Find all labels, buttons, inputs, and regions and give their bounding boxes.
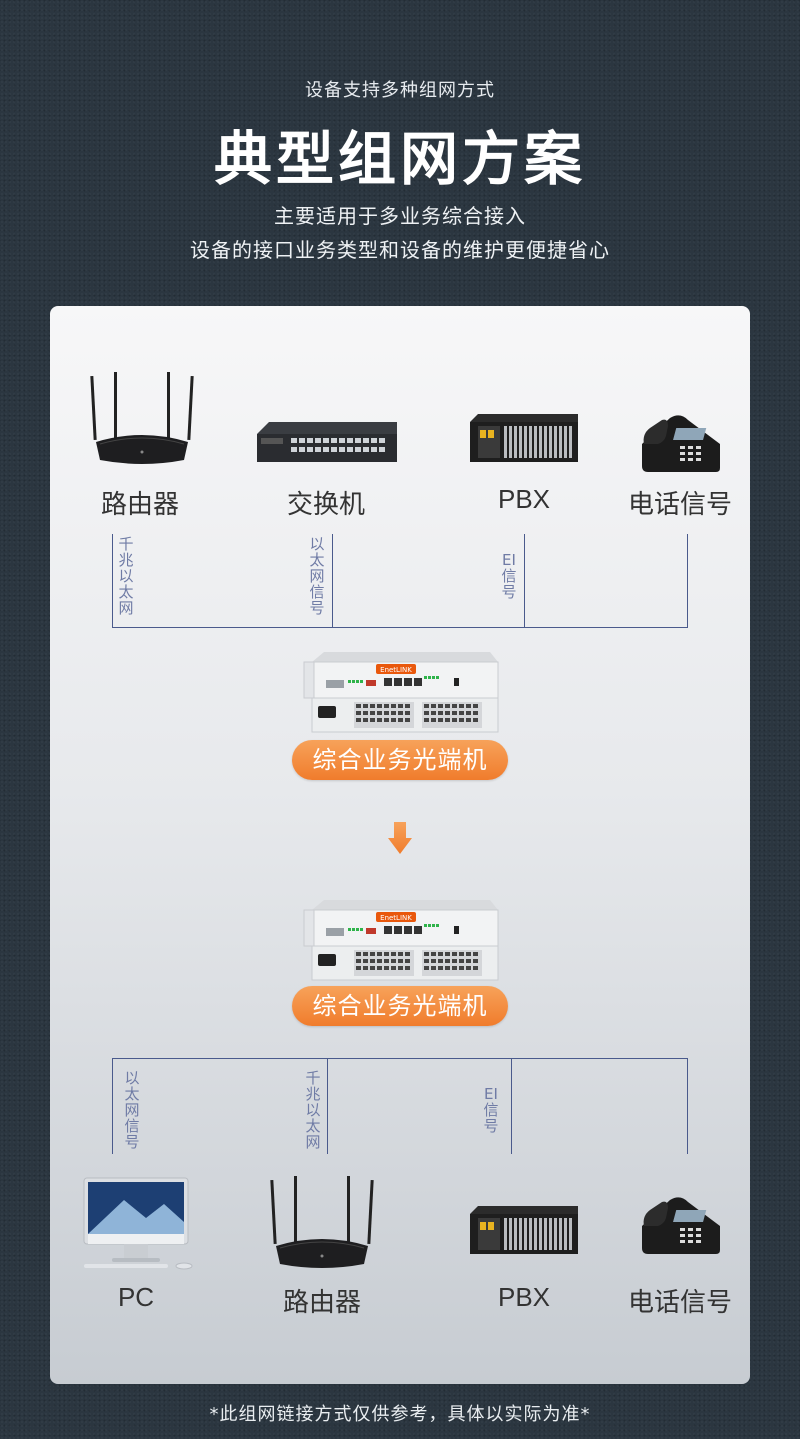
router-icon <box>270 1176 374 1268</box>
header-subtitle: 设备支持多种组网方式 <box>305 80 495 101</box>
brand-label: EnetLINK <box>380 666 412 674</box>
page-title: 典型组网方案 <box>213 125 586 193</box>
bottom-link-label-e1: EI信号 <box>483 1085 499 1135</box>
bottom-link-line-pbx <box>511 1058 512 1154</box>
arrow-down-icon <box>388 822 412 854</box>
pbx-icon <box>470 414 578 462</box>
top-bus-line <box>112 627 688 628</box>
top-link-line-telephone <box>687 534 688 628</box>
brand-label: EnetLINK <box>380 914 412 922</box>
bottom-device-label-pc: PC <box>117 1282 155 1312</box>
top-link-line-switch <box>332 534 333 628</box>
top-device-label-telephone: 电话信号 <box>627 489 732 519</box>
telephone-icon <box>642 415 720 472</box>
optical-terminal-label-1: 综合业务光端机 <box>292 740 508 780</box>
top-device-label-pbx: PBX <box>497 484 551 514</box>
optical-terminal-icon: EnetLINK <box>303 652 499 733</box>
description-line-1: 主要适用于多业务综合接入 <box>274 204 526 228</box>
pbx-icon <box>470 1206 578 1254</box>
optical-terminal-label-2: 综合业务光端机 <box>292 986 508 1026</box>
telephone-icon <box>642 1197 720 1254</box>
pc-icon <box>83 1177 193 1270</box>
bottom-device-label-telephone: 电话信号 <box>627 1287 732 1317</box>
top-link-line-router <box>112 534 113 628</box>
top-device-label-router: 路由器 <box>100 489 179 519</box>
bottom-link-label-ethernet: 以太网信号 <box>124 1069 140 1151</box>
top-device-label-switch: 交换机 <box>286 489 365 519</box>
optical-terminal-icon: EnetLINK <box>303 900 499 981</box>
footnote: *此组网链接方式仅供参考，具体以实际为准* <box>209 1404 591 1425</box>
bottom-link-label-gigabit: 千兆以太网 <box>305 1069 321 1151</box>
description-line-2: 设备的接口业务类型和设备的维护更便捷省心 <box>190 238 610 262</box>
bottom-device-label-router: 路由器 <box>282 1287 361 1317</box>
bottom-link-line-router <box>327 1058 328 1154</box>
bottom-device-label-pbx: PBX <box>497 1282 551 1312</box>
bottom-link-line-pc <box>112 1058 113 1154</box>
top-link-label-e1: EI信号 <box>501 551 517 601</box>
top-link-label-ethernet: 以太网信号 <box>309 535 325 617</box>
bottom-link-line-telephone <box>687 1058 688 1154</box>
network-diagram-panel: 路由器 交换机 PBX 电话信号 千兆以太网 以太网信号 EI信号 EnetLI… <box>50 306 750 1384</box>
router-icon <box>90 372 194 464</box>
bottom-bus-line <box>112 1058 688 1059</box>
top-link-label-gigabit: 千兆以太网 <box>118 535 134 617</box>
top-link-line-pbx <box>524 534 525 628</box>
switch-icon <box>257 422 397 462</box>
